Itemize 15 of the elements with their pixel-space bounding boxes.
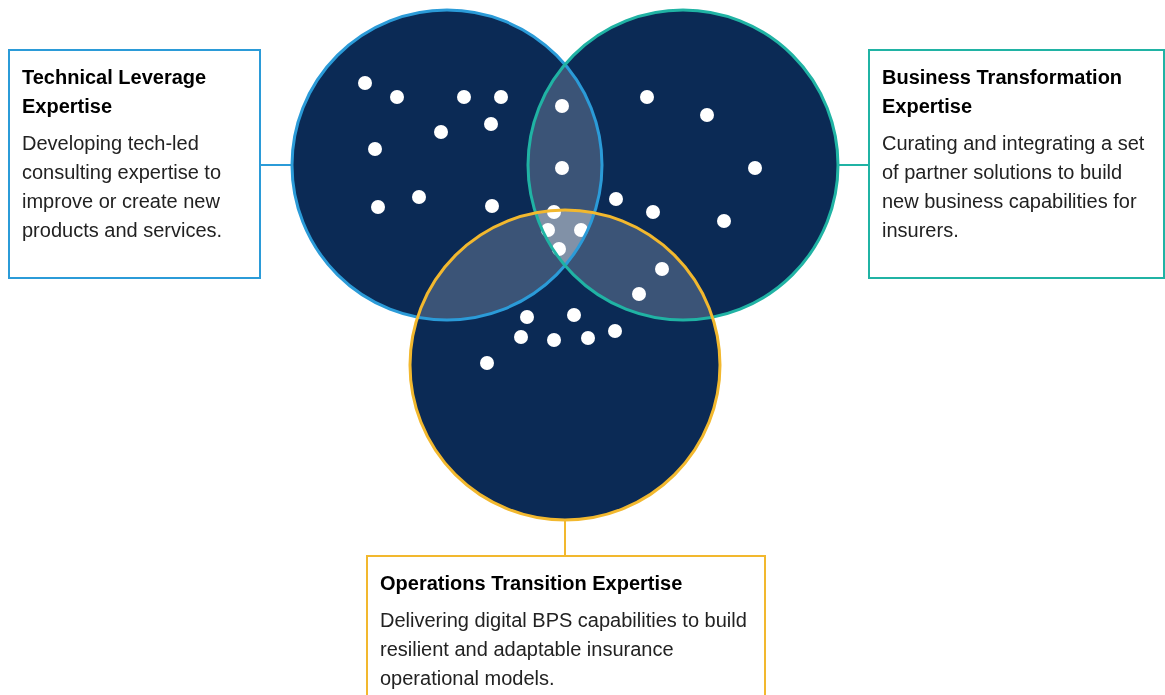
card-description: Developing tech-led consulting expertise to improve or create new products and services. bbox=[22, 131, 224, 243]
text-card bbox=[8, 49, 261, 279]
venn-circle bbox=[526, 8, 840, 322]
venn-circle bbox=[408, 208, 722, 522]
card-heading: Business Transformation Expertise bbox=[882, 65, 1124, 119]
leader-line bbox=[260, 164, 293, 166]
leader-line bbox=[564, 519, 566, 556]
card-description: Curating and integrating a set of partner solutions to build new business capabilities for insurers. bbox=[882, 131, 1146, 243]
card-heading: Operations Transition Expertise bbox=[380, 571, 684, 596]
venn-circle bbox=[290, 8, 604, 322]
text-card bbox=[868, 49, 1165, 279]
text-card bbox=[366, 555, 766, 695]
leader-line bbox=[837, 164, 869, 166]
card-heading: Technical Leverage Expertise bbox=[22, 65, 208, 119]
card-description: Delivering digital BPS capabilities to build resilient and adaptable insurance operational models. bbox=[380, 608, 748, 691]
